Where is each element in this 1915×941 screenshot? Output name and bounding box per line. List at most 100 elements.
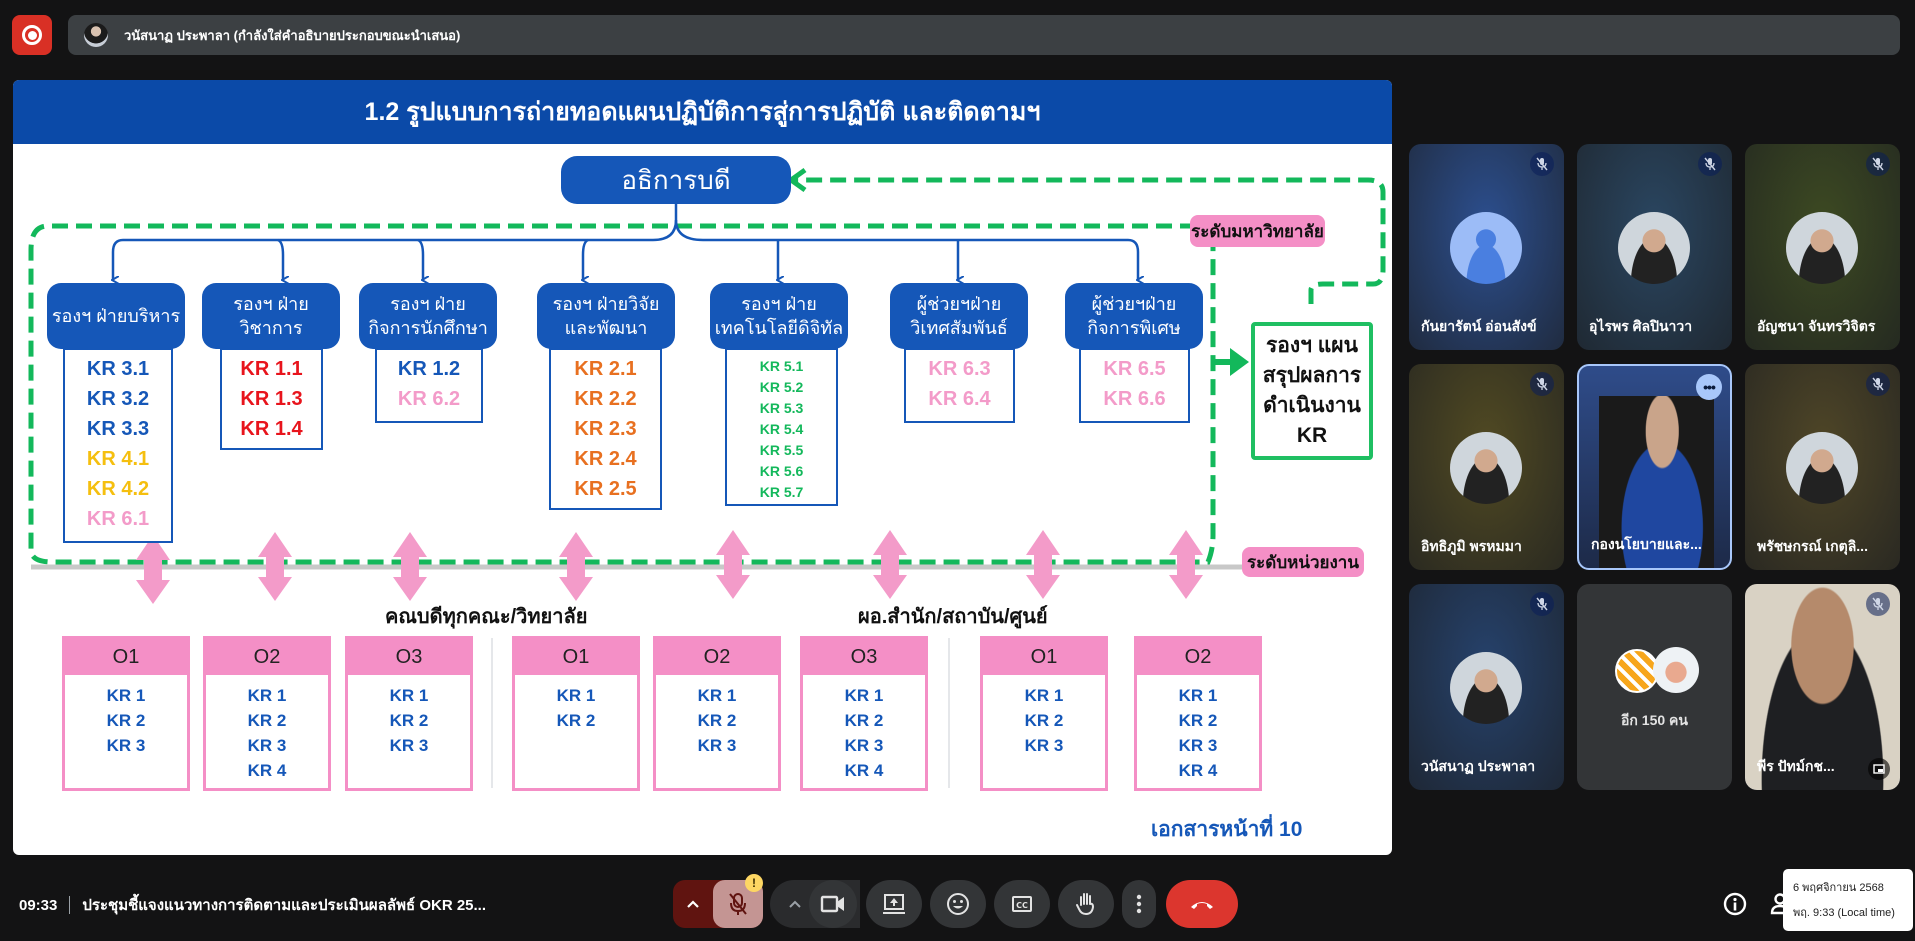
others-tile[interactable]: อีก 150 คน	[1577, 584, 1732, 790]
mic-options-button[interactable]	[673, 880, 713, 928]
key-result-item: KR 5.1	[759, 358, 804, 374]
key-result-item: KR 6.5	[1103, 358, 1166, 380]
objective-name: O2	[656, 639, 778, 675]
summary-box: รองฯ แผน สรุปผลการ ดำเนินงาน KR	[1251, 322, 1373, 460]
unit-group-label-faculties: คณบดีทุกคณะ/วิทยาลัย	[385, 606, 588, 628]
meeting-clock: 09:33	[19, 896, 58, 914]
mic-off-icon	[1866, 152, 1890, 176]
key-result-item: KR 6.6	[1103, 388, 1166, 410]
mic-warning-badge: !	[745, 874, 763, 892]
emoji-icon	[947, 893, 969, 915]
summary-line: รองฯ แผน	[1266, 334, 1358, 357]
objective-kr: KR 1	[247, 686, 287, 705]
meeting-details-button[interactable]	[1722, 891, 1748, 917]
key-result-item: KR 1.1	[240, 358, 303, 380]
department-title: รองฯ ฝ่ายวิชาการ	[202, 283, 340, 349]
meeting-title: ประชุมชี้แจงแนวทางการติดตามและประเมินผลล…	[82, 897, 487, 914]
participant-avatar	[1653, 647, 1699, 693]
president-node: อธิการบดี	[561, 156, 791, 204]
department-title-line: กิจการพิเศษ	[1087, 318, 1181, 338]
key-result-item: KR 6.3	[928, 358, 991, 380]
unit-level-label: ระดับหน่วยงาน	[1242, 547, 1364, 577]
reactions-button[interactable]	[930, 880, 986, 928]
participant-video	[1599, 396, 1714, 568]
captions-button[interactable]: CC	[994, 880, 1050, 928]
tooltip-time: พฤ. 9:33 (Local time)	[1793, 907, 1895, 919]
closed-captions-icon: CC	[1012, 896, 1032, 912]
more-vert-icon	[1136, 894, 1142, 914]
participant-tile[interactable]: อุไรพร ศิลปินาวา	[1577, 144, 1732, 350]
participant-tile[interactable]: อัญชนา จันทรวิจิตร	[1745, 144, 1900, 350]
leave-call-button[interactable]	[1166, 880, 1238, 928]
participant-name: พีร ปัทม์กช...	[1757, 758, 1835, 774]
mic-off-icon	[1866, 592, 1890, 616]
objective-kr: KR 1	[697, 686, 737, 705]
participant-name: กันยารัตน์ อ่อนสังข์	[1421, 318, 1537, 334]
participant-avatar	[1615, 649, 1659, 693]
participant-tile[interactable]: •••กองนโยบายและ...	[1577, 364, 1732, 570]
double-arrow-6	[873, 530, 907, 599]
summary-line: KR	[1296, 424, 1328, 447]
objective-kr: KR 3	[247, 736, 287, 755]
datetime-tooltip: 6 พฤศจิกายน 2568 พฤ. 9:33 (Local time)	[1783, 869, 1913, 931]
double-arrow-8	[1169, 530, 1203, 599]
department-title-line: รองฯ ฝ่าย	[390, 293, 466, 314]
raise-hand-button[interactable]	[1058, 880, 1114, 928]
objective-kr: KR 2	[697, 711, 737, 730]
key-result-item: KR 4.1	[86, 448, 150, 470]
participant-avatar	[1786, 212, 1858, 284]
presentation-slide: 1.2 รูปแบบการถ่ายทอดแผนปฏิบัติการสู่การป…	[13, 80, 1392, 855]
meeting-info: 09:33 ประชุมชี้แจงแนวทางการติดตามและประเ…	[19, 893, 486, 917]
objective-name: O1	[515, 639, 637, 675]
department-kr-box: KR 1.1 KR 1.3 KR 1.4	[220, 348, 323, 450]
participant-avatar	[1786, 432, 1858, 504]
objective-kr: KR 2	[247, 711, 287, 730]
objective-kr: KR 2	[389, 711, 429, 730]
key-result-item: KR 1.3	[240, 388, 303, 410]
objective-name: O3	[803, 639, 925, 675]
recording-indicator-button[interactable]	[12, 15, 52, 55]
participant-tile[interactable]: กันยารัตน์ อ่อนสังข์	[1409, 144, 1564, 350]
objective-name: O1	[983, 639, 1105, 675]
department-title-line: รองฯ ฝ่าย	[233, 293, 309, 314]
separator	[69, 896, 71, 914]
slide-header: 1.2 รูปแบบการถ่ายทอดแผนปฏิบัติการสู่การป…	[13, 80, 1392, 144]
objective-kr: KR 1	[844, 686, 884, 705]
default-avatar-icon	[1450, 212, 1522, 284]
present-screen-button[interactable]	[866, 880, 922, 928]
chevron-up-icon	[687, 900, 699, 908]
key-result-item: KR 5.2	[759, 379, 804, 395]
tile-more-options-button[interactable]: •••	[1696, 374, 1722, 400]
department-title-line: ผู้ช่วยฯฝ่าย	[916, 293, 1002, 314]
participant-name: อุไรพร ศิลปินาวา	[1589, 318, 1693, 334]
key-result-item: KR 6.2	[397, 388, 461, 410]
key-result-item: KR 3.2	[86, 388, 150, 410]
university-level-boundary	[28, 223, 1216, 565]
double-arrow-7	[1026, 530, 1060, 599]
mic-off-icon	[1698, 152, 1722, 176]
mic-off-icon	[1866, 372, 1890, 396]
participant-tile[interactable]: พีร ปัทม์กช...	[1745, 584, 1900, 790]
objective-kr: KR 3	[1024, 736, 1064, 755]
key-result-item: KR 2.4	[574, 448, 637, 470]
participant-name: พรัชษกรณ์ เกตุลิ...	[1757, 538, 1868, 554]
pip-icon[interactable]	[1868, 758, 1890, 780]
department-kr-box: KR 6.5 KR 6.6	[1079, 348, 1190, 423]
camera-toggle-button[interactable]	[809, 880, 857, 928]
objective-kr: KR 3	[1178, 736, 1218, 755]
key-result-item: KR 1.4	[240, 418, 303, 440]
more-options-button[interactable]	[1122, 880, 1156, 928]
department-title-line: วิเทศสัมพันธ์	[910, 318, 1008, 338]
double-arrow-2	[258, 532, 292, 601]
participant-tile[interactable]: พรัชษกรณ์ เกตุลิ...	[1745, 364, 1900, 570]
feedback-arrowhead	[786, 167, 807, 193]
participant-tile[interactable]: วนัสนาฏ ประพาลา	[1409, 584, 1564, 790]
objective-kr: KR 4	[1178, 761, 1218, 780]
participant-tile[interactable]: อิทธิภูมิ พรหมมา	[1409, 364, 1564, 570]
